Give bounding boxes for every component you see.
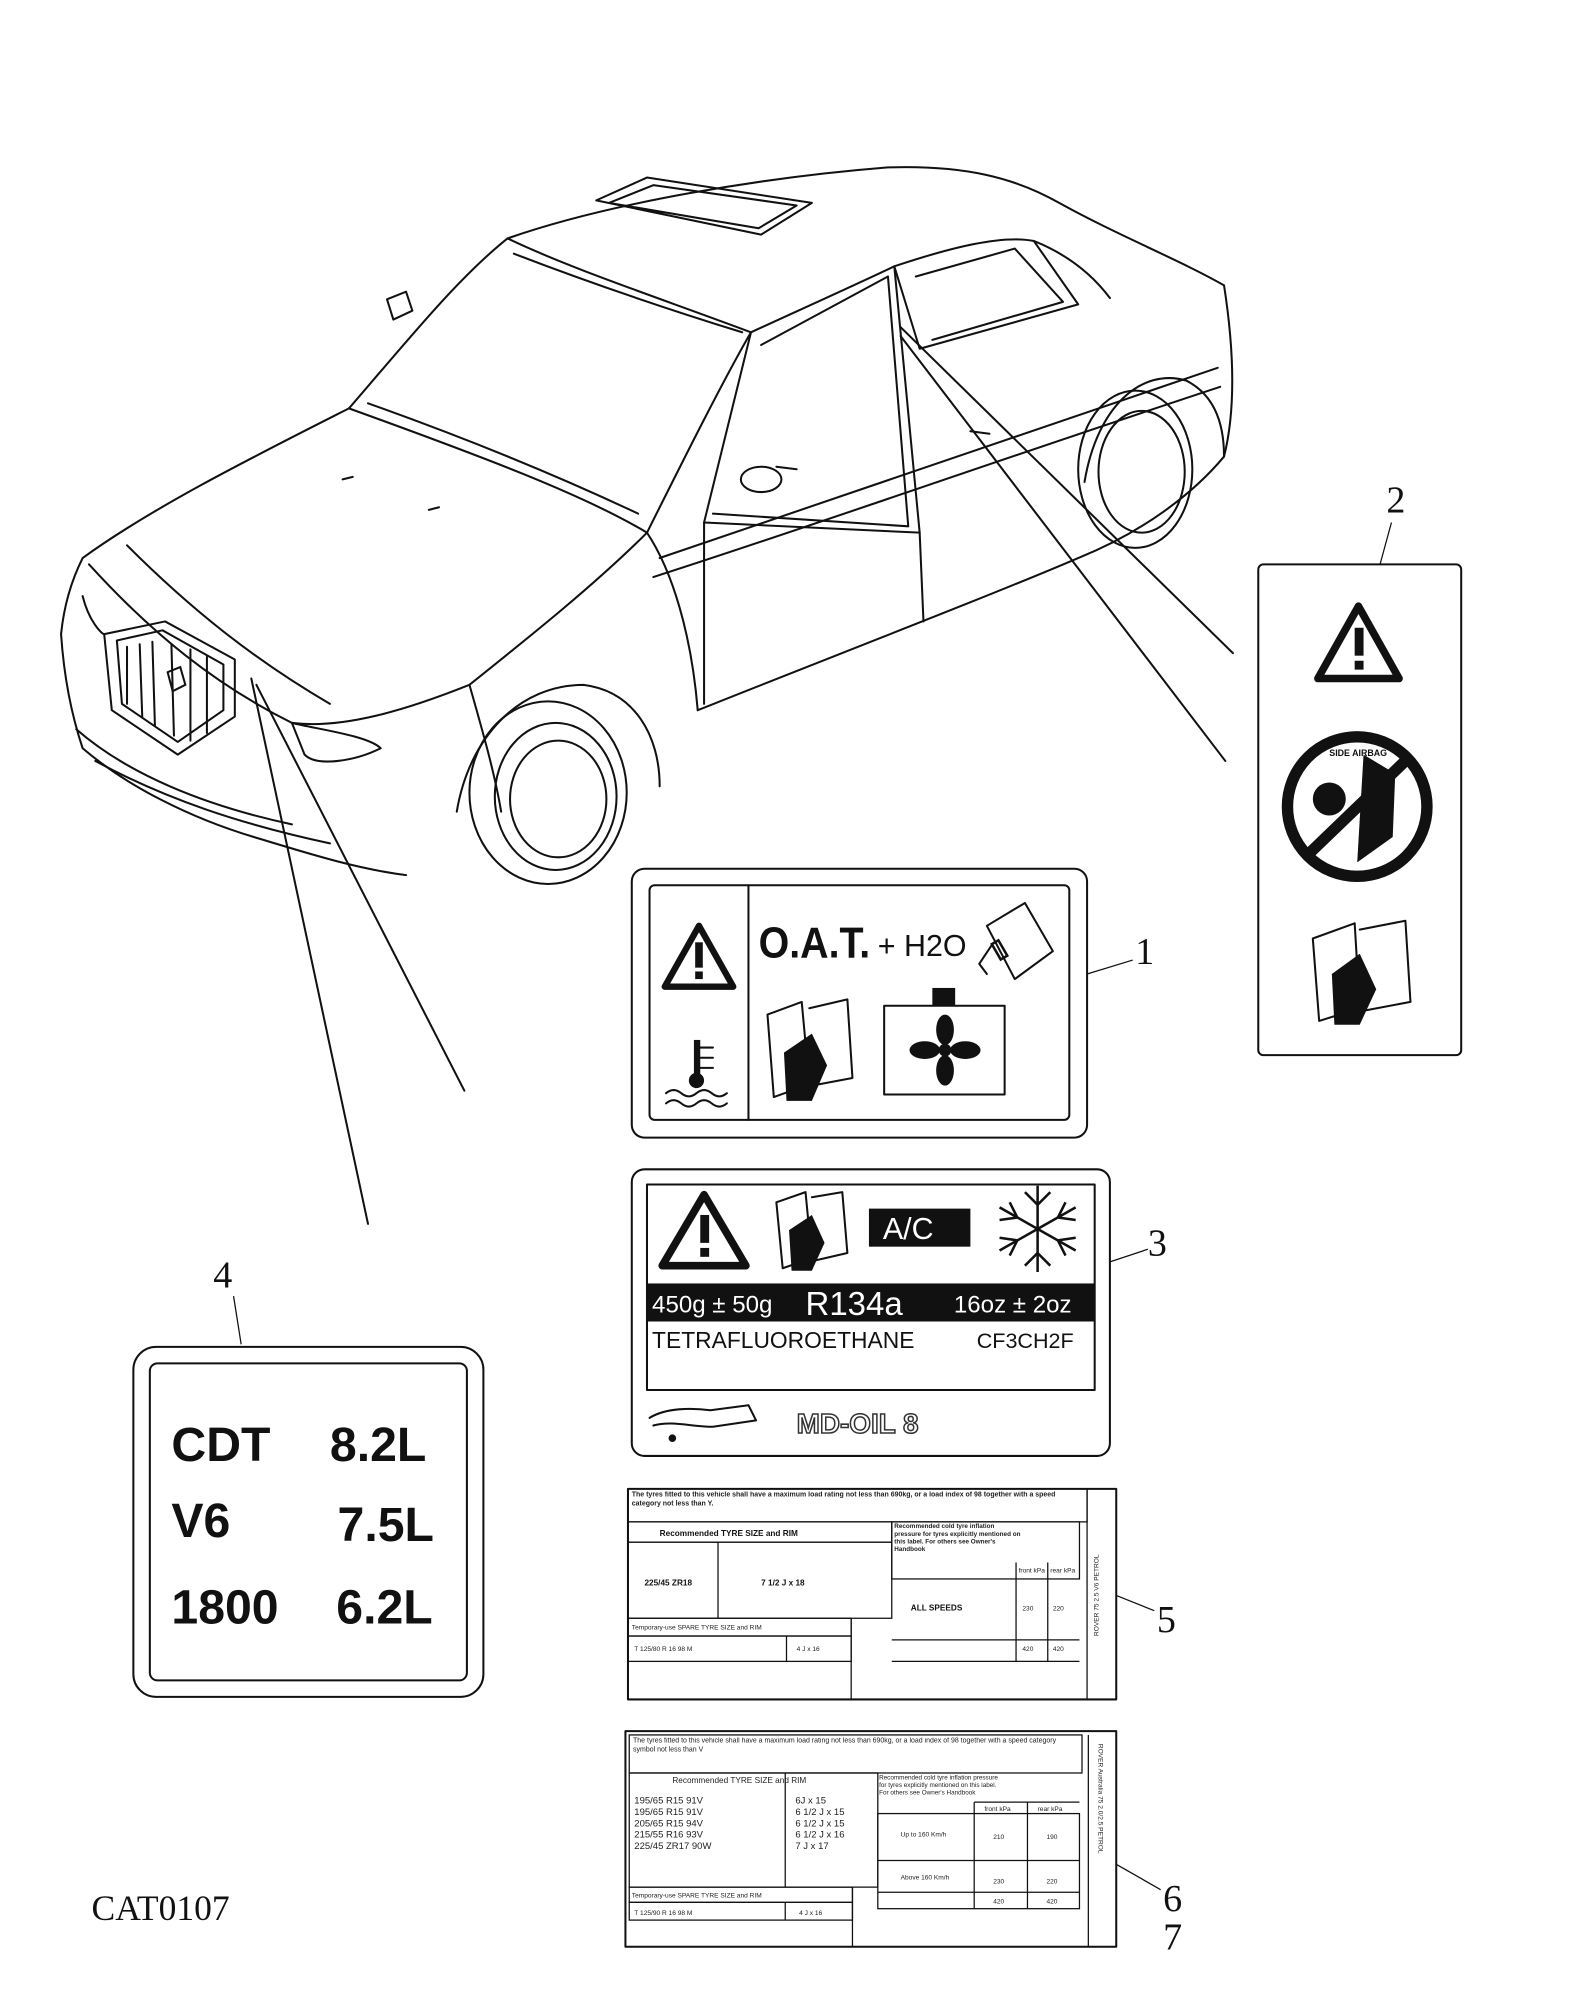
engine-cdt: CDT — [171, 1418, 270, 1472]
engine-v6: V6 — [171, 1494, 230, 1548]
coolant-temperature-icon — [665, 1039, 728, 1108]
engine-1800: 1800 — [171, 1580, 278, 1634]
label-2-airbag: SIDE AIRBAG — [1257, 563, 1463, 1057]
car-illustration — [60, 166, 1234, 885]
ac-badge — [868, 1208, 971, 1247]
label-5-size-header: Recommended TYRE SIZE and RIM — [660, 1529, 798, 1538]
handbook-icon — [1311, 919, 1412, 1025]
label-6-speed-2: Above 160 Km/h — [901, 1875, 950, 1882]
capacity-cdt: 8.2L — [330, 1418, 426, 1472]
oat-text: O.A.T. — [759, 920, 871, 968]
label-5-front-value: 230 — [1022, 1606, 1033, 1613]
callout-5: 5 — [1157, 1599, 1176, 1641]
capacity-1800: 6.2L — [336, 1580, 432, 1634]
handbook-icon — [775, 1191, 849, 1271]
label-6-value: 210 — [993, 1834, 1004, 1841]
label-5-spare-header: Temporary-use SPARE TYRE SIZE and RIM — [632, 1625, 762, 1632]
label-6-rear: rear kPa — [1038, 1806, 1063, 1813]
label-6-tyre-size: 195/65 R15 91V — [634, 1807, 703, 1818]
radiator-fan-icon — [883, 987, 1006, 1096]
label-5-spare-pressure-front: 420 — [1022, 1646, 1033, 1653]
label-6-rim: 6 1/2 J x 16 — [795, 1830, 844, 1841]
label-6-intro: The tyres fitted to this vehicle shall h… — [633, 1737, 1057, 1754]
callout-4: 4 — [213, 1254, 232, 1296]
label-6-tyre-size: 195/65 R15 91V — [634, 1795, 703, 1806]
callout-1: 1 — [1135, 931, 1154, 973]
no-child-seat-airbag-icon: SIDE AIRBAG — [1281, 731, 1433, 883]
charge-metric: 450g ± 50g — [652, 1292, 772, 1319]
chemical-name: TETRAFLUOROETHANE — [652, 1327, 914, 1353]
label-5-spare-size: T 125/80 R 16 98 M — [634, 1646, 692, 1653]
callout-3: 3 — [1148, 1223, 1167, 1265]
label-6-tyre-size: 225/45 ZR17 90W — [634, 1841, 711, 1852]
oil-can-icon — [648, 1404, 758, 1442]
label-5-rear-value: 220 — [1053, 1606, 1064, 1613]
label-5-front: front kPa — [1019, 1568, 1046, 1575]
refrigerant-name: R134a — [806, 1285, 904, 1322]
label-6-rim: 7 J x 17 — [795, 1841, 828, 1852]
handbook-icon — [766, 998, 854, 1101]
warning-triangle-icon — [658, 1190, 750, 1270]
catalog-code: CAT0107 — [92, 1888, 230, 1928]
label-6-value: 190 — [1046, 1834, 1057, 1841]
label-5-pressure-note: Recommended cold tyre inflation pressure… — [894, 1523, 1021, 1554]
label-5-tyre-size: 225/45 ZR18 — [644, 1578, 692, 1587]
warning-triangle-icon — [661, 922, 737, 990]
label-6-front: front kPa — [984, 1806, 1011, 1813]
leader-lines — [232, 326, 1393, 1891]
capacity-v6: 7.5L — [338, 1498, 434, 1552]
formula: CF3CH2F — [977, 1328, 1074, 1353]
label-6-size-header: Recommended TYRE SIZE and RIM — [672, 1776, 806, 1785]
label-6-side-text: ROVER Australia 75 2.0/2.5 PETROL — [1096, 1744, 1103, 1854]
water-text: + H2O — [878, 929, 967, 963]
warning-triangle-icon — [1314, 602, 1403, 683]
charge-imperial: 16oz ± 2oz — [954, 1292, 1072, 1319]
label-5-spare-rim: 4 J x 16 — [797, 1646, 820, 1653]
label-6-pressure-note: Recommended cold tyre inflation pressure… — [879, 1774, 998, 1798]
oil-type: MD-OIL 8 — [797, 1408, 919, 1439]
label-6-spare-header: Temporary-use SPARE TYRE SIZE and RIM — [632, 1892, 762, 1899]
label-1-coolant: O.A.T. + H2O — [630, 867, 1089, 1139]
ac-badge-text: A/C — [883, 1212, 934, 1246]
label-6-spare-rim: 4 J x 16 — [799, 1910, 822, 1917]
callout-7: 7 — [1163, 1916, 1182, 1958]
label-6-tyre-size: 215/55 R16 93V — [634, 1830, 703, 1841]
coolant-bottle-icon — [978, 901, 1054, 981]
label-5-tyre-placard: The tyres fitted to this vehicle shall h… — [626, 1487, 1118, 1701]
label-6-value: 220 — [1046, 1878, 1057, 1885]
label-6-spare-pressure: 420 — [993, 1899, 1004, 1906]
label-5-rear: rear kPa — [1050, 1568, 1075, 1575]
side-airbag-text: SIDE AIRBAG — [1329, 748, 1387, 758]
refrigerant-bar — [646, 1283, 1095, 1322]
snowflake-icon — [998, 1185, 1077, 1273]
label-6-rim: 6J x 15 — [795, 1795, 826, 1806]
label-6-value: 230 — [993, 1878, 1004, 1885]
label-6-rim: 6 1/2 J x 15 — [795, 1818, 844, 1829]
label-6-tyre-size: 205/65 R15 94V — [634, 1818, 703, 1829]
label-5-spare-pressure-rear: 420 — [1053, 1646, 1064, 1653]
label-5-speed: ALL SPEEDS — [911, 1604, 963, 1613]
callout-2: 2 — [1386, 479, 1405, 521]
label-5-side-text: ROVER 75 2.5 V6 PETROL — [1093, 1554, 1100, 1636]
label-5-intro: The tyres fitted to this vehicle shall h… — [631, 1491, 1056, 1508]
label-6-speed-1: Up to 160 Km/h — [901, 1831, 947, 1838]
label-3-air-conditioning: A/C 450g ± 50g R134a 16oz ± 2oz TETRAFLU… — [630, 1168, 1111, 1457]
label-4-oil-capacity: CDT 8.2L V6 7.5L 1800 6.2L — [132, 1345, 485, 1698]
label-6-spare-size: T 125/90 R 16 98 M — [634, 1910, 692, 1917]
label-6-spare-pressure: 420 — [1046, 1899, 1057, 1906]
label-6-tyre-placard: The tyres fitted to this vehicle shall h… — [624, 1730, 1118, 1948]
label-6-rim: 6 1/2 J x 15 — [795, 1807, 844, 1818]
label-5-rim: 7 1/2 J x 18 — [761, 1578, 805, 1587]
callout-6: 6 — [1163, 1878, 1182, 1920]
